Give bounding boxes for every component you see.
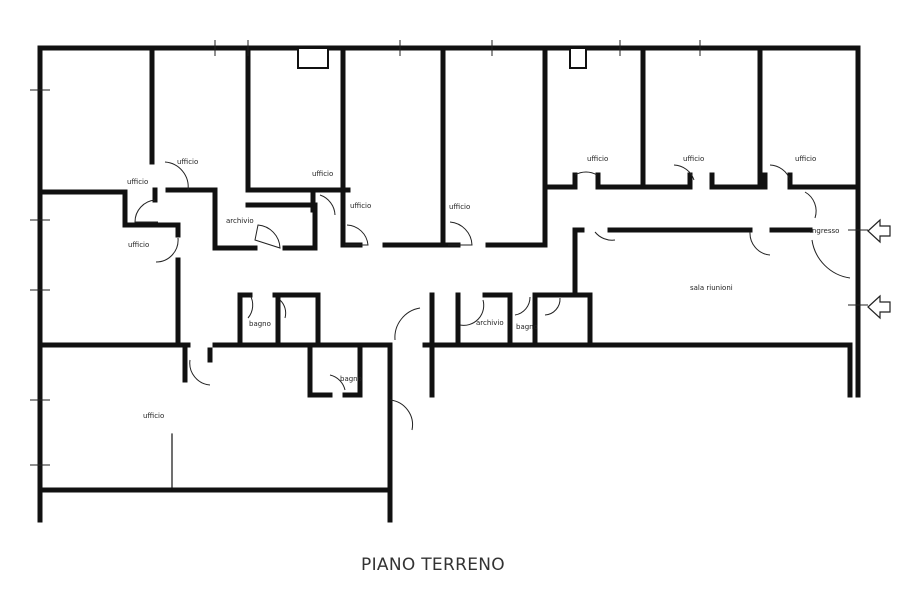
room-label-archivio: archivio — [226, 217, 254, 225]
room-labels: ufficio ufficio ufficio ufficio ufficio … — [127, 155, 839, 420]
room-label-ufficio: ufficio — [683, 155, 704, 163]
room-label-ufficio: ufficio — [587, 155, 608, 163]
room-label-ufficio: ufficio — [128, 241, 149, 249]
room-label-ufficio: ufficio — [143, 412, 164, 420]
walls — [37, 45, 861, 523]
arrow-left-icon — [867, 218, 891, 244]
room-label-archivio: archivio — [476, 319, 504, 327]
room-label-ufficio: ufficio — [312, 170, 333, 178]
room-label-ufficio: ufficio — [449, 203, 470, 211]
room-label-ufficio: ufficio — [127, 178, 148, 186]
room-label-ufficio: ufficio — [350, 202, 371, 210]
room-label-ingresso: ingresso — [810, 227, 839, 235]
entrance-arrows — [867, 218, 891, 320]
room-label-bagno: bagno — [249, 320, 271, 328]
doors — [134, 161, 851, 431]
room-label-bagno: bagno — [516, 323, 538, 331]
windows — [30, 40, 868, 466]
plan-title: PIANO TERRENO — [361, 555, 505, 575]
room-label-sala-riunioni: sala riunioni — [690, 284, 733, 292]
room-label-bagno: bagno — [340, 375, 362, 383]
arrow-left-icon — [867, 294, 891, 320]
room-label-ufficio: ufficio — [795, 155, 816, 163]
room-label-ufficio: ufficio — [177, 158, 198, 166]
